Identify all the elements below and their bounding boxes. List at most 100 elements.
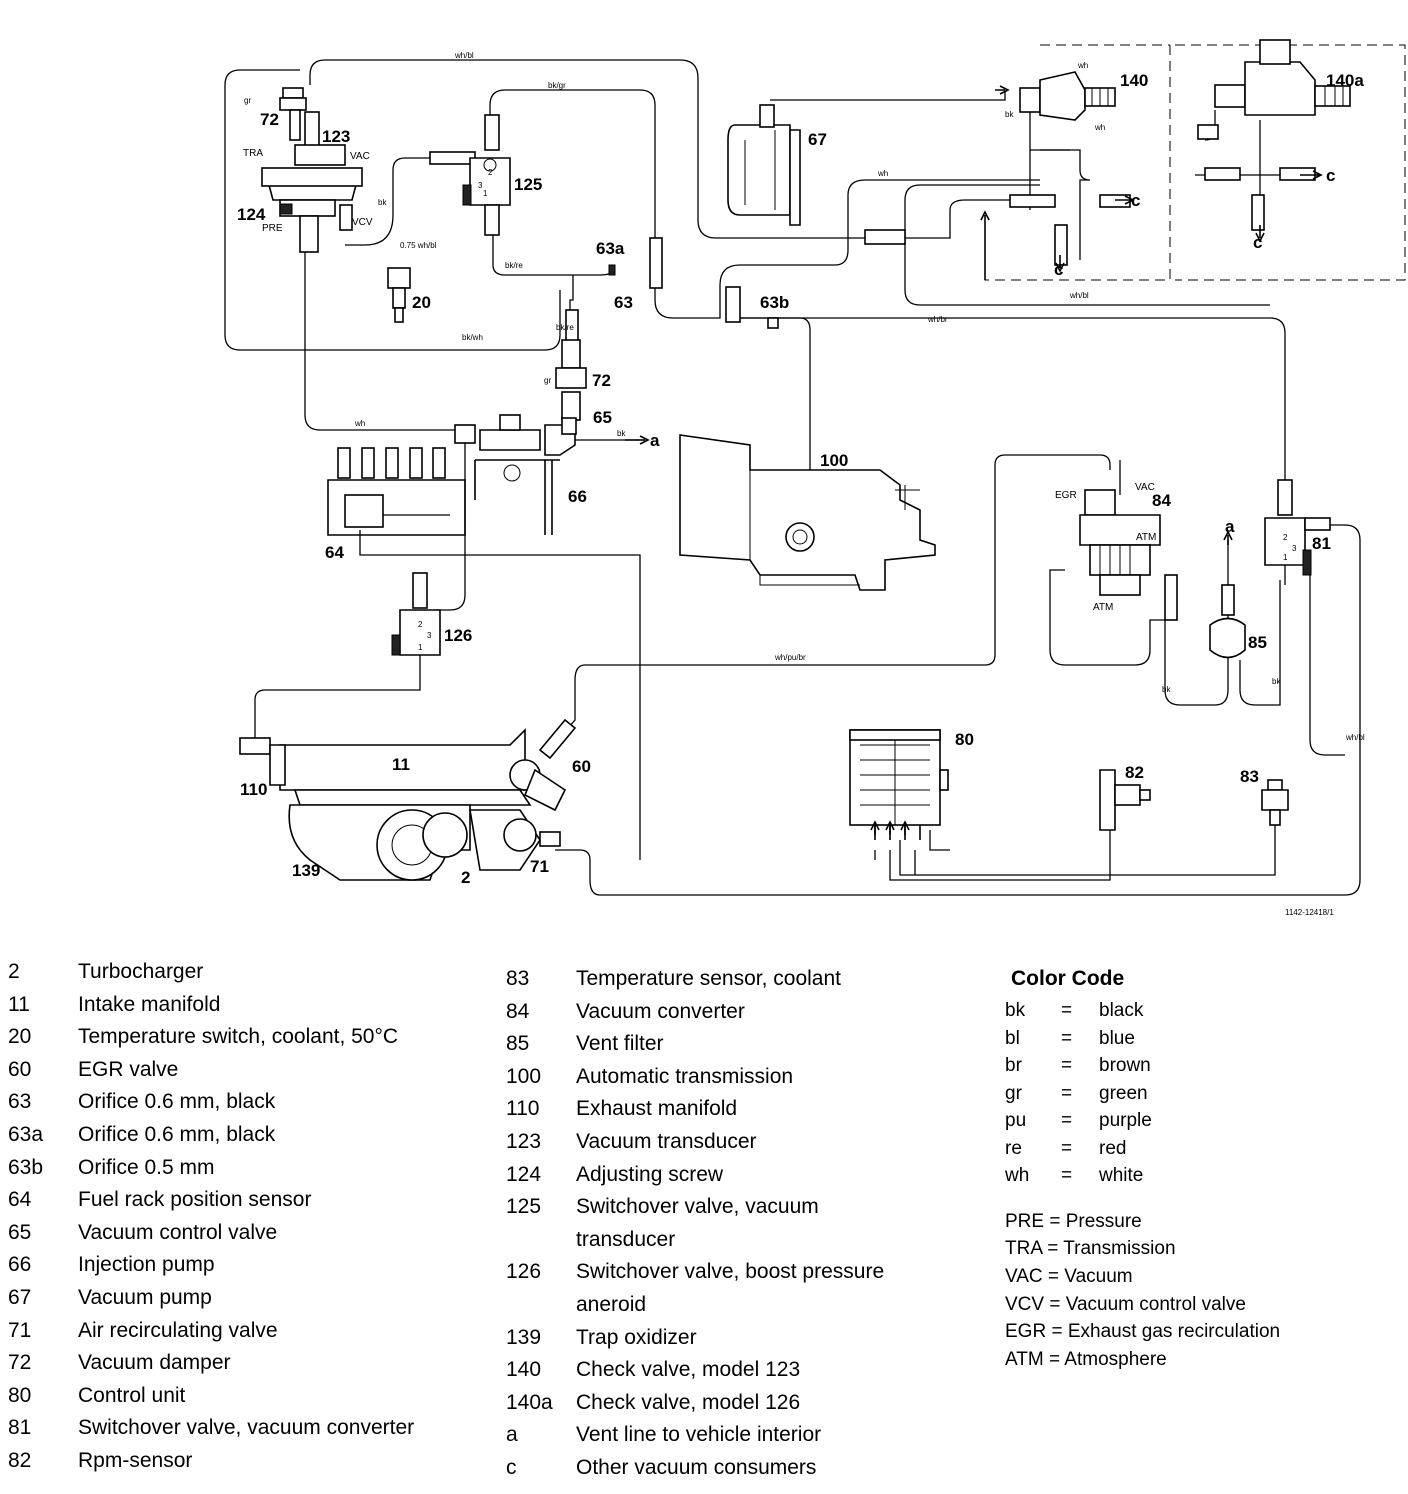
callout-84: 84	[1152, 491, 1171, 510]
svg-text:TRA: TRA	[243, 148, 263, 159]
callout-82: 82	[1125, 763, 1144, 782]
abbreviation-item: PRE = Pressure	[1005, 1210, 1142, 1232]
callout-81: 81	[1312, 534, 1331, 553]
abbreviation-item: VAC = Vacuum	[1005, 1265, 1133, 1287]
port-labels: TRA VAC PRE VCV EGR VAC ATM ATM	[243, 148, 1156, 613]
color-code-entry: pu=purple	[1005, 1110, 1152, 1131]
callout-65: 65	[593, 408, 612, 427]
svg-text:bk: bk	[617, 429, 626, 438]
callout-2: 2	[461, 868, 470, 887]
color-code-entry: br=brown	[1005, 1055, 1151, 1076]
svg-text:2: 2	[418, 620, 423, 629]
svg-text:bk: bk	[1272, 677, 1281, 686]
svg-text:3: 3	[478, 181, 483, 190]
svg-text:PRE: PRE	[262, 223, 283, 234]
callout-126: 126	[444, 626, 472, 645]
callout-c-3: c	[1326, 166, 1335, 185]
vent-filter	[1209, 584, 1246, 659]
svg-text:wh/bl: wh/bl	[454, 51, 474, 60]
svg-text:ATM: ATM	[1093, 602, 1113, 613]
vacuum-pump	[727, 104, 801, 226]
svg-text:2: 2	[488, 168, 493, 177]
svg-text:wh: wh	[354, 419, 365, 428]
callout-83: 83	[1240, 767, 1259, 786]
callout-100: 100	[820, 451, 848, 470]
svg-text:gr: gr	[244, 96, 251, 105]
svg-text:wh/br: wh/br	[927, 315, 948, 324]
callout-11: 11	[392, 755, 410, 774]
callout-140a: 140a	[1326, 71, 1364, 90]
callout-72-upper: 72	[260, 110, 279, 129]
callout-a-right: a	[1225, 517, 1235, 536]
svg-text:VAC: VAC	[350, 151, 370, 162]
abbreviation-list: PRE = Pressure TRA = Transmission VAC = …	[1005, 1208, 1280, 1374]
callout-123: 123	[322, 127, 350, 146]
svg-text:1: 1	[1283, 553, 1288, 562]
legend-item-continuation: transducer	[576, 1227, 676, 1251]
switchover-valve-126	[391, 572, 441, 656]
abbreviation-item: TRA = Transmission	[1005, 1238, 1176, 1260]
vacuum-control-valve	[454, 414, 577, 456]
color-code-legend: Color Code bk=black bl=blue br=brown gr=…	[1005, 967, 1280, 1374]
vacuum-transducer	[261, 111, 363, 253]
svg-text:1: 1	[418, 643, 423, 652]
svg-text:gr: gr	[544, 376, 551, 385]
switchover-valve-81	[1264, 479, 1331, 576]
callout-71: 71	[530, 857, 549, 876]
svg-text:VAC: VAC	[1135, 482, 1155, 493]
callout-72-lower: 72	[592, 371, 611, 390]
orifices	[565, 237, 779, 356]
vacuum-converter	[1079, 489, 1178, 621]
flow-arrows	[625, 85, 1323, 835]
callout-c-4: c	[1253, 233, 1262, 252]
callout-63b: 63b	[760, 293, 789, 312]
injection-pump	[327, 447, 560, 536]
callout-124: 124	[237, 205, 266, 224]
callout-63: 63	[614, 293, 633, 312]
svg-text:bk/wh: bk/wh	[462, 333, 483, 342]
vacuum-crosses	[864, 124, 1316, 266]
svg-text:bk/re: bk/re	[505, 261, 523, 270]
svg-text:bk: bk	[378, 198, 387, 207]
svg-text:ATM: ATM	[1136, 532, 1156, 543]
svg-text:wh: wh	[1077, 61, 1088, 70]
svg-text:bk: bk	[1162, 685, 1171, 694]
callout-c-1: c	[1131, 191, 1140, 210]
callout-85: 85	[1248, 633, 1267, 652]
svg-text:bk/gr: bk/gr	[548, 81, 566, 90]
temperature-switch	[387, 267, 411, 323]
vacuum-damper-upper	[279, 87, 307, 141]
check-valve-140	[1019, 71, 1116, 121]
abbreviation-item: EGR = Exhaust gas recirculation	[1005, 1321, 1281, 1343]
callout-60: 60	[572, 757, 591, 776]
color-code-entry: gr=green	[1005, 1082, 1148, 1104]
callout-c-2: c	[1054, 260, 1063, 279]
vacuum-damper-lower	[555, 339, 587, 421]
callout-20: 20	[412, 293, 431, 312]
callout-80: 80	[955, 730, 974, 749]
switchover-valve-125	[429, 114, 511, 236]
svg-text:bk/re: bk/re	[556, 323, 574, 332]
valve-port-numbers: 1 2 3 1 2 3 1 2 3	[418, 168, 1297, 652]
callout-63a: 63a	[596, 239, 625, 258]
